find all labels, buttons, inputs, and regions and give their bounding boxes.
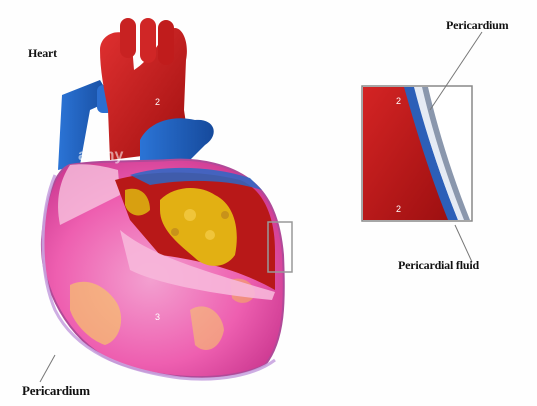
label-pericardium-bottom: Pericardium bbox=[22, 383, 90, 399]
marker-inset-upper: 2 bbox=[396, 96, 401, 106]
label-heart: Heart bbox=[28, 46, 57, 61]
label-pericardial-fluid: Pericardial fluid bbox=[398, 258, 479, 273]
watermark: alamy bbox=[78, 147, 123, 164]
inset-magnified-view bbox=[362, 86, 472, 221]
marker-inset-lower: 2 bbox=[396, 204, 401, 214]
leader-line-pericardial-fluid bbox=[455, 225, 472, 262]
marker-aorta: 2 bbox=[155, 97, 160, 107]
heart-body bbox=[42, 160, 284, 379]
label-pericardium-top: Pericardium bbox=[446, 18, 508, 33]
marker-heart-lower: 3 bbox=[155, 312, 160, 322]
leader-line-pericardium-bottom bbox=[40, 355, 55, 382]
